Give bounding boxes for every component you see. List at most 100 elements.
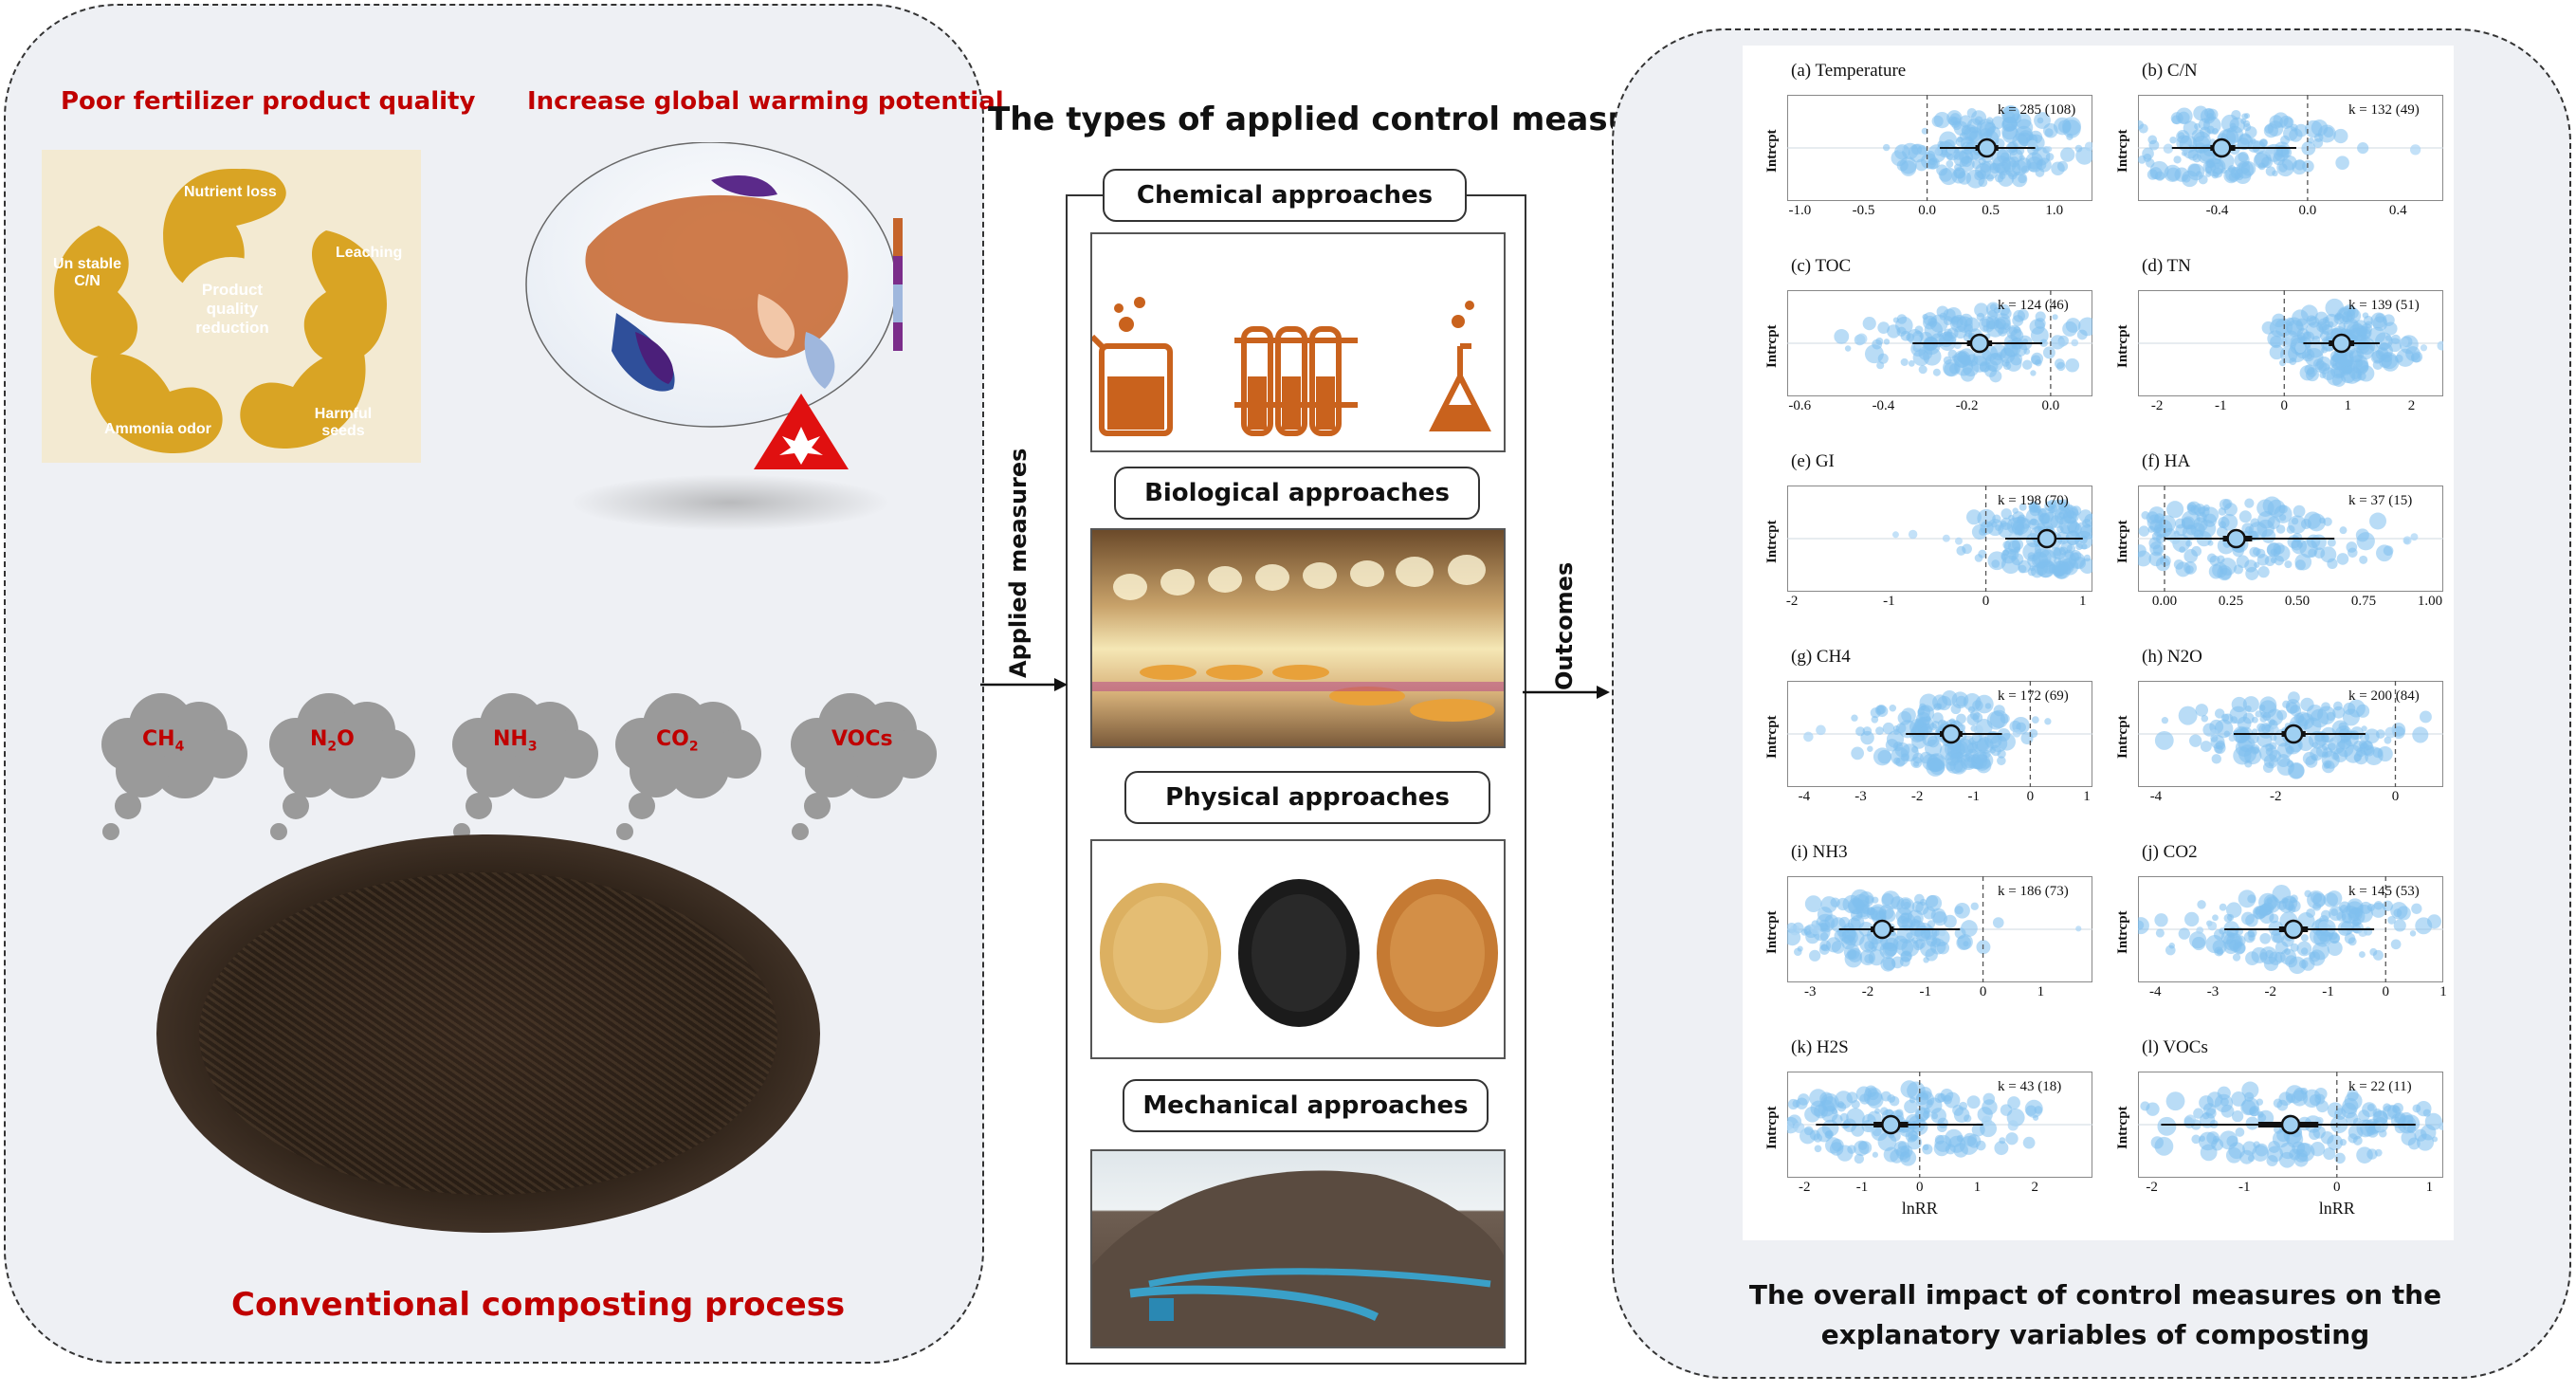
outcomes-label: Outcomes	[1551, 561, 1578, 690]
effect-size-point	[2166, 167, 2181, 181]
x-tick-label: -1	[1919, 984, 1932, 999]
effect-size-point	[1940, 1089, 1954, 1102]
effect-size-point	[2287, 535, 2301, 549]
pooled-estimate	[2226, 528, 2246, 549]
x-tick-label: -1.0	[1788, 203, 1812, 218]
effect-size-point	[1943, 914, 1957, 928]
effect-size-point	[2231, 109, 2241, 120]
effect-size-point	[2001, 118, 2017, 133]
effect-size-point	[2339, 904, 2348, 913]
effect-size-point	[1877, 1132, 1897, 1151]
effect-size-point	[2219, 903, 2227, 911]
petal-harmful-text: Harmful seeds	[314, 406, 373, 439]
effect-size-point	[1913, 915, 1922, 924]
effect-size-point	[2238, 510, 2252, 523]
effect-size-point	[2383, 545, 2394, 557]
x-tick-label: 0	[1915, 1180, 1924, 1195]
effect-size-point	[1930, 937, 1942, 947]
subplot-title: (l) VOCs	[2142, 1037, 2208, 1057]
forest-plot	[2138, 486, 2443, 592]
effect-size-point	[2051, 161, 2065, 176]
effect-size-point	[2265, 742, 2274, 752]
effect-size-point	[2245, 913, 2258, 927]
y-axis-label: Intrcpt	[2115, 129, 2130, 173]
k-label: k = 132 (49)	[2348, 102, 2420, 118]
effect-size-point	[2178, 927, 2190, 940]
effect-size-point	[2295, 342, 2306, 354]
effect-size-point	[2166, 501, 2184, 519]
effect-size-point	[2075, 926, 2082, 932]
effect-size-point	[1870, 906, 1885, 922]
effect-size-point	[1996, 352, 2003, 358]
subplot-title: (j) CO2	[2142, 842, 2198, 862]
effect-size-point	[1974, 554, 1983, 562]
effect-size-point	[2308, 730, 2327, 749]
x-tick-label: -2	[1785, 594, 1799, 609]
k-label: k = 186 (73)	[1998, 884, 2069, 899]
effect-size-point	[2054, 358, 2065, 369]
effect-size-point	[1883, 339, 1891, 345]
effect-size-point	[1882, 957, 1896, 971]
effect-size-point	[2190, 522, 2205, 538]
effect-size-point	[2309, 951, 2316, 959]
effect-size-point	[1881, 892, 1894, 906]
effect-size-point	[2333, 128, 2348, 144]
pooled-estimate	[2037, 528, 2057, 549]
effect-size-point	[2084, 141, 2092, 152]
effect-size-point	[2155, 928, 2165, 938]
forest-plot	[2138, 1072, 2443, 1178]
effect-size-point	[2369, 512, 2387, 530]
effect-size-point	[2044, 718, 2052, 725]
effect-size-point	[2366, 903, 2375, 912]
effect-size-point	[2234, 935, 2246, 947]
effect-size-point	[2279, 1142, 2296, 1160]
effect-size-point	[2438, 1122, 2443, 1130]
effect-size-point	[2196, 926, 2204, 935]
effect-size-point	[2293, 1087, 2308, 1102]
effect-size-point	[2235, 1127, 2245, 1137]
biological-approaches-image	[1090, 528, 1506, 748]
effect-size-point	[2263, 123, 2278, 138]
effect-size-point	[1989, 709, 2009, 729]
effect-size-point	[1957, 171, 1972, 185]
effect-size-point	[2197, 900, 2206, 909]
effect-size-point	[1959, 115, 1972, 128]
effect-size-point	[2393, 919, 2406, 932]
effect-size-point	[2191, 936, 2206, 951]
effect-size-point	[2278, 163, 2288, 173]
effect-size-point	[1910, 756, 1923, 768]
effect-size-point	[1930, 1108, 1946, 1124]
effect-size-point	[1994, 1141, 2009, 1156]
gas-base: CO	[656, 727, 689, 751]
middle-title: The types of applied control measures	[988, 101, 1688, 138]
effect-size-point	[2210, 729, 2219, 738]
applied-measures-label: Applied measures	[1005, 448, 1032, 678]
effect-size-point	[2314, 1093, 2326, 1105]
effect-size-point	[1924, 926, 1938, 941]
x-tick-label: -0.2	[1955, 398, 1979, 413]
gas-label: N2O	[310, 727, 355, 754]
effect-size-point	[2001, 548, 2017, 564]
effect-size-point	[2321, 346, 2329, 354]
effect-size-point	[1895, 938, 1914, 957]
effect-size-point	[2216, 948, 2223, 956]
effect-size-point	[1963, 941, 1969, 947]
effect-size-point	[1909, 1096, 1916, 1104]
warming-globe	[521, 141, 920, 446]
effect-size-point	[1939, 131, 1958, 150]
effect-size-point	[2173, 156, 2182, 164]
effect-size-point	[2238, 744, 2257, 763]
x-tick-label: -0.6	[1788, 398, 1812, 413]
x-tick-label: -3	[1804, 984, 1817, 999]
effect-size-point	[1819, 932, 1829, 942]
physical-approaches-image	[1090, 839, 1506, 1059]
x-tick-label: -1	[2238, 1180, 2251, 1195]
x-tick-label: -2	[1861, 984, 1874, 999]
effect-size-point	[2266, 541, 2282, 558]
effect-size-point	[2396, 906, 2411, 921]
effect-size-point	[2054, 564, 2069, 579]
forest-plot	[2138, 290, 2443, 396]
effect-size-point	[2360, 328, 2371, 339]
y-axis-label: Intrcpt	[2115, 324, 2130, 368]
effect-size-point	[1843, 944, 1860, 961]
